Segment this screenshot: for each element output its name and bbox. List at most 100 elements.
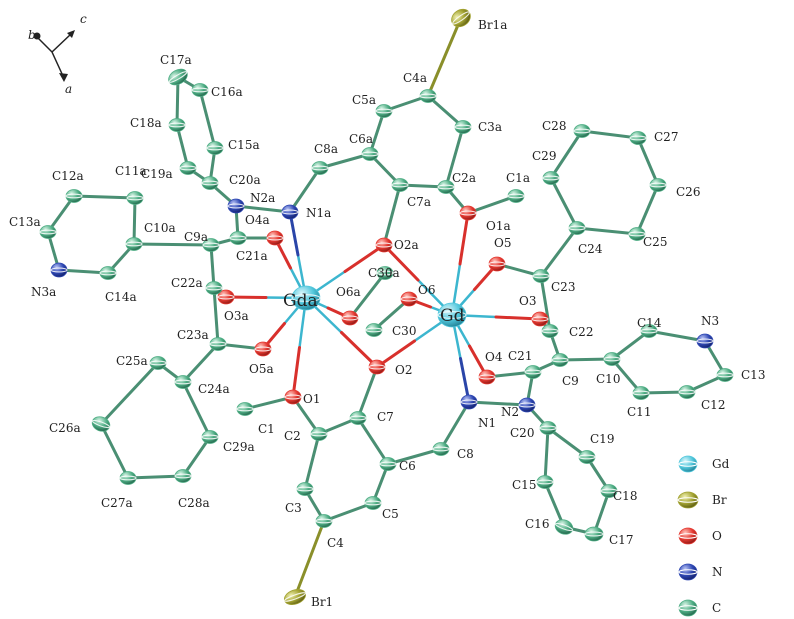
atom-C5a-principal-ring <box>375 108 393 114</box>
atom-C1 <box>236 402 254 416</box>
legend-swatch-N <box>678 563 698 581</box>
atom-C15a-principal-ring <box>206 145 224 151</box>
atom-C28a-ellipsoid <box>174 469 192 483</box>
atom-C29 <box>542 171 560 185</box>
bond-C2a-C3a <box>444 125 465 189</box>
atom-N2 <box>518 397 536 413</box>
atom-C13a-principal-ring <box>39 229 57 235</box>
atom-Gd-principal-ring <box>437 311 467 319</box>
atom-C21a-ellipsoid <box>229 231 247 245</box>
atom-label-C5a: C5a <box>352 93 376 107</box>
atom-C11-ellipsoid <box>632 386 650 400</box>
atom-C6a-principal-ring <box>361 151 379 157</box>
atom-label-Gda: Gda <box>283 291 318 311</box>
legend-swatch-ring-Br <box>677 497 699 503</box>
atom-C24-ellipsoid <box>568 221 586 235</box>
atom-label-C19: C19 <box>590 432 614 446</box>
atom-C10-ellipsoid <box>603 352 621 366</box>
atom-C16a-principal-ring <box>191 87 209 93</box>
atom-O2a-principal-ring <box>375 242 393 248</box>
axis-c-line <box>51 33 72 53</box>
atom-label-N1a: N1a <box>306 206 331 220</box>
atom-C28-ellipsoid <box>573 124 591 138</box>
atom-O6-ellipsoid <box>400 291 418 307</box>
atom-O5a <box>254 341 272 357</box>
atom-C26a <box>91 416 111 432</box>
atom-label-C28a: C28a <box>178 496 210 510</box>
atom-C3 <box>296 482 314 496</box>
bond-C8a-N1a <box>288 166 322 214</box>
bond-C8-N1 <box>439 400 471 451</box>
atom-label-C21a: C21a <box>236 249 268 263</box>
atom-C15 <box>536 475 554 489</box>
atom-C3a <box>454 120 472 134</box>
legend-swatch-Gd <box>678 455 698 473</box>
bond-C25a-C26a <box>99 361 160 426</box>
atom-C29a-principal-ring <box>201 434 219 440</box>
atom-label-O3a: O3a <box>224 309 249 323</box>
atom-C28 <box>573 124 591 138</box>
atom-C19-principal-ring <box>578 454 596 460</box>
atom-C7a-ellipsoid <box>391 178 409 192</box>
legend-swatch-ring-C <box>678 605 698 611</box>
atom-C23-principal-ring <box>532 273 550 279</box>
atom-C9a <box>202 238 220 252</box>
atom-C30 <box>365 323 383 337</box>
atom-O4-principal-ring <box>478 374 496 380</box>
axis-a-label: a <box>65 82 72 96</box>
atom-C5-ellipsoid <box>364 496 382 510</box>
axes-indicator: b c a <box>28 12 87 96</box>
bond-C23a-C24a <box>181 342 220 384</box>
atom-label-C16a: C16a <box>211 85 243 99</box>
atom-N3 <box>696 333 714 349</box>
label-layer: GdaGdBr1aBr1O1aO2aO3aO4aO5aO6aO1O2O3O4O5… <box>9 18 765 609</box>
atom-label-C2: C2 <box>284 429 301 443</box>
atom-O4 <box>478 369 496 385</box>
bond-C22a-C23a <box>212 286 220 346</box>
legend-label-O: O <box>712 529 722 543</box>
atom-label-C19a: C19a <box>141 167 173 181</box>
atom-O2a-ellipsoid <box>375 237 393 253</box>
atom-C24a-ellipsoid <box>174 375 192 389</box>
legend-item-N: N <box>678 563 723 581</box>
bond-C22-C23 <box>539 274 552 333</box>
atom-C18a-ellipsoid <box>168 118 186 132</box>
atom-C23a-principal-ring <box>209 341 227 347</box>
atom-C12a <box>65 189 83 203</box>
atom-C17a <box>168 68 188 86</box>
atom-O5-principal-ring <box>488 261 506 267</box>
atom-C16a <box>191 83 209 97</box>
atom-C6-ellipsoid <box>379 457 397 471</box>
atom-O5 <box>488 256 506 272</box>
atom-C29a <box>201 430 219 444</box>
legend-swatch-ring-Gd <box>678 461 698 467</box>
atom-C19a <box>179 161 197 175</box>
bond-Br1a-C4a <box>426 16 463 98</box>
atom-C1-principal-ring <box>236 406 254 412</box>
atom-C14-principal-ring <box>640 328 658 334</box>
atom-C8a-ellipsoid <box>311 161 329 175</box>
atom-label-C16: C16 <box>525 517 549 531</box>
atom-C16 <box>554 519 574 535</box>
atom-C22a-principal-ring <box>205 285 223 291</box>
atom-C29-principal-ring <box>542 175 560 181</box>
bond-C11a-C12a <box>72 194 137 200</box>
atom-C19-ellipsoid <box>578 450 596 464</box>
atom-C19a-principal-ring <box>179 165 197 171</box>
atom-O4a-principal-ring <box>266 235 284 241</box>
atom-C5 <box>364 496 382 510</box>
atom-C15a <box>206 141 224 155</box>
legend-item-C: C <box>678 599 721 617</box>
atom-C12 <box>678 385 696 399</box>
atom-layer <box>39 8 734 605</box>
atom-C17a-ellipsoid <box>168 68 188 86</box>
atom-label-N3: N3 <box>701 314 719 328</box>
atom-label-Br1a: Br1a <box>478 18 507 32</box>
atom-label-C26a: C26a <box>49 421 81 435</box>
atom-C14 <box>640 324 658 338</box>
atom-Br1-ellipsoid <box>283 589 307 605</box>
atom-label-C15a: C15a <box>228 138 260 152</box>
atom-O5a-ellipsoid <box>254 341 272 357</box>
bond-C10-C11 <box>610 357 643 395</box>
